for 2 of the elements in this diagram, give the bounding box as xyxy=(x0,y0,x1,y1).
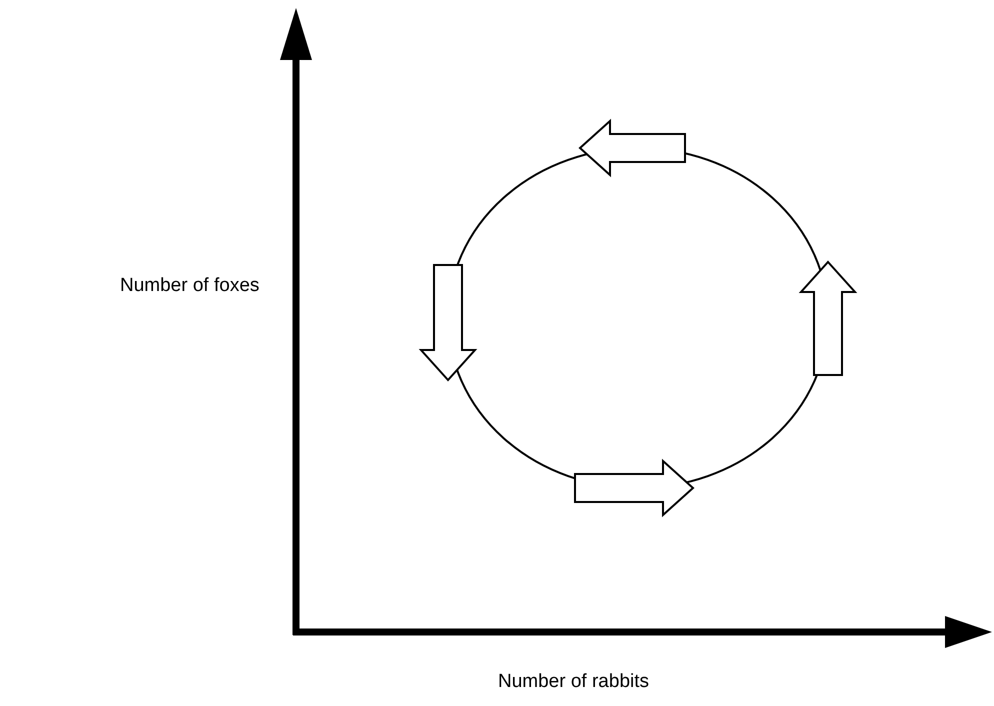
axis-label: Number of rabbits xyxy=(498,671,650,693)
axis-label: Number of foxes xyxy=(120,275,260,297)
